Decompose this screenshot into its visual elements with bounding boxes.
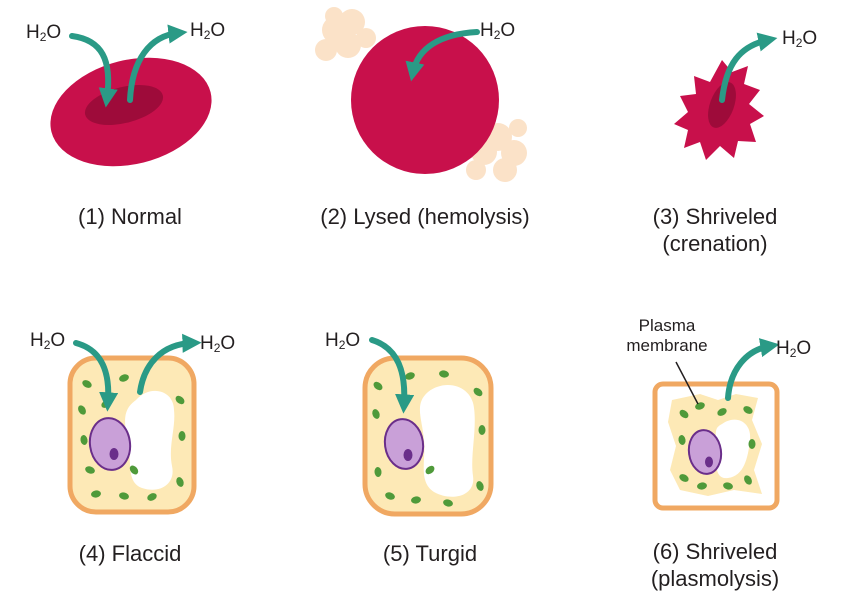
- nucleus: [88, 417, 132, 471]
- panel-2-lysed-cell: [315, 7, 527, 182]
- vacuole: [125, 390, 175, 490]
- nucleolus: [403, 449, 413, 461]
- caption-panel-5: (5) Turgid: [382, 541, 478, 566]
- water-in-arrow: [369, 337, 415, 414]
- water-label: H2O: [200, 333, 236, 355]
- water-out-arrow: [725, 338, 780, 401]
- water-label: H2O: [26, 22, 62, 44]
- panel-6-plasmolyzed-cell: [652, 338, 780, 511]
- water-label: H2O: [30, 330, 66, 352]
- chloroplasts: [372, 370, 486, 507]
- swollen-cell: [351, 26, 499, 174]
- caption-panel-4: (4) Flaccid: [78, 541, 182, 566]
- water-label: H2O: [190, 20, 226, 42]
- nucleolus: [705, 456, 713, 468]
- nucleus: [687, 429, 723, 475]
- panel-4-flaccid-cell: [67, 333, 202, 515]
- caption-panel-3: (3) Shriveled (crenation): [652, 204, 778, 256]
- water-out-arrow: [127, 24, 188, 103]
- plasma-membrane-pointer: [675, 361, 699, 405]
- water-label: H2O: [776, 338, 812, 360]
- cell-center-depression: [708, 82, 736, 128]
- water-label: H2O: [782, 28, 818, 50]
- panel-5-turgid-cell: [362, 337, 494, 517]
- water-in-arrow: [405, 29, 480, 82]
- water-label: H2O: [480, 20, 516, 42]
- caption-panel-2: (2) Lysed (hemolysis): [320, 204, 530, 229]
- water-out-arrow: [137, 333, 202, 395]
- panel-1-normal-cell: [50, 24, 212, 167]
- water-in-arrow: [73, 340, 119, 412]
- chloroplasts: [78, 374, 186, 501]
- nucleolus: [109, 448, 119, 460]
- water-in-arrow: [69, 33, 118, 108]
- water-label: H2O: [325, 330, 361, 352]
- caption-panel-1: (1) Normal: [78, 204, 182, 229]
- caption-panel-6: (6) Shriveled (plasmolysis): [650, 539, 780, 591]
- vacuole: [715, 419, 751, 479]
- nucleus: [383, 418, 425, 470]
- water-out-arrow: [719, 32, 778, 103]
- burst-debris-top: [315, 7, 376, 61]
- plasma-membrane-label: Plasma membrane: [626, 316, 708, 355]
- vacuole: [419, 385, 475, 497]
- panel-3-crenated-cell: [674, 32, 778, 160]
